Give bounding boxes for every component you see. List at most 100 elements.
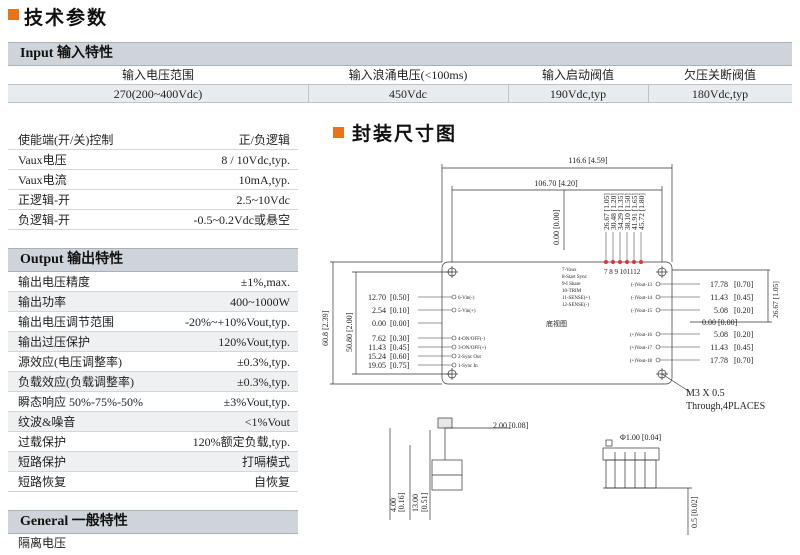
input-col-3: 输入启动阀值 [541,68,614,82]
row-label: 短路恢复 [18,475,67,489]
package-title: 封装尺寸图 [352,123,458,145]
right-dim-in: [0.45] [734,293,754,302]
input-val-2: 450Vdc [389,87,427,101]
row-value: 10mA,typ. [238,173,290,187]
table-row: 输出电压精度 ±1%,max. [8,272,298,292]
inner-width-dim: 106.70 [4.20] [534,179,578,188]
side-h2-dim: 13.00 [411,494,420,512]
input-col-4: 欠压关断阀值 [683,68,756,82]
side-h3-dim: 0.5 [0.02] [690,496,699,528]
table-row: 负逻辑-开 -0.5~0.2Vdc或悬空 [8,210,298,230]
right-dim-mm: 11.43 [710,343,728,352]
top-pin-dim: 34.29 [1.35] [616,193,625,230]
left-dim-in: [0.60] [390,352,410,361]
row-value: ±0.3%,typ. [237,355,290,369]
zero-top-dim: 0.00 [0.00] [552,209,561,245]
top-pin-label: 10-TRIM [562,289,582,294]
row-value: 120%Vout,typ. [218,335,290,349]
row-label: Vaux电压 [18,153,67,167]
row-label: 瞬态响应 50%-75%-50% [18,395,143,409]
table-row: 瞬态响应 50%-75%-50% ±3%Vout,typ. [8,392,298,412]
input-col-1: 输入电压范围 [121,68,194,82]
row-label: 输出功率 [18,295,67,309]
side-pin-dia-dim: Φ1.00 [0.04] [620,433,662,442]
side-h1-in-dim: [0.16] [397,492,406,512]
top-pin-label: 9-I Share [562,282,581,287]
right-pin-label: (-)Vout-14 [631,296,653,301]
row-label: 输出电压精度 [18,275,91,289]
input-val-4: 180Vdc,typ [691,87,749,101]
divider [508,85,509,103]
left-dim-mm: 12.70 [368,293,386,302]
left-dim-in: [0.30] [390,334,410,343]
top-pin-label: 11-SENSE(+) [562,296,590,301]
right-dim-in: [0.45] [734,343,754,352]
row-value: ±3%Vout,typ. [223,395,290,409]
left-dim-in: [0.50] [390,293,410,302]
divider [648,85,649,103]
left-dim-mm: 0.00 [372,319,386,328]
row-label: 隔离电压 [18,536,67,550]
row-value: 400~1000W [230,295,290,309]
mount-note-line2: Through,4PLACES [686,401,765,412]
row-value: 2.5~10Vdc [236,193,290,207]
row-label: 负逻辑-开 [18,213,70,227]
row-label: 输出电压调节范围 [18,315,115,329]
row-value: 打嗝模式 [241,455,290,469]
table-row: 使能端(开/关)控制正/负逻辑 [8,130,298,150]
overall-width-dim: 116.6 [4.59] [568,156,607,165]
title-square-icon [8,9,19,20]
page-title: 技术参数 [24,7,109,29]
input-val-3: 190Vdc,typ [549,87,607,101]
side-h1-dim: 4.00 [389,498,398,512]
table-row: 输出功率 400~1000W [8,292,298,312]
output-section-header: Output 输出特性 [8,248,298,272]
right-dim-mm: 5.08 [714,306,728,315]
row-label: 使能端(开/关)控制 [18,133,114,147]
top-pin-dim: 30.48 [1.20] [609,193,618,230]
right-pin-label: (+)Vout-18 [630,359,653,364]
row-label: 输出过压保护 [18,335,91,349]
side-offset-dim: 2.00 [0.08] [493,421,529,430]
right-dim-in: [0.70] [734,280,754,289]
row-value: ±1%,max. [240,275,290,289]
left-dim-in: [0.45] [390,343,410,352]
side-h2-in-dim: [0.51] [420,492,429,512]
row-value: 自恢复 [253,475,290,489]
row-value: ±0.3%,typ. [237,375,290,389]
row-label: 纹波&噪音 [18,415,76,429]
left-dim-mm: 2.54 [372,306,386,315]
input-section-header: Input 输入特性 [8,42,792,66]
height-inner-dim: 50.80 [2.00] [345,312,354,352]
top-pin-label: 8-Start Sync [562,275,588,280]
row-value: -0.5~0.2Vdc或悬空 [193,213,290,227]
row-label: 负载效应(负载调整率) [18,375,134,389]
top-pin-numbers: 7 8 9 101112 [604,268,641,276]
left-dim-in: [0.00] [390,319,410,328]
top-pin-label: 12-SENSE(-) [562,303,589,308]
zero-right-dim: 0.00 [0.00] [702,318,738,327]
table-row: 输出过压保护 120%Vout,typ. [8,332,298,352]
left-dim-in: [0.75] [390,361,410,370]
left-pin-label: 6-Vin(-) [458,296,475,301]
right-dim-mm: 5.08 [714,330,728,339]
left-pin-label: 5-Vin(+) [458,309,476,314]
right-dim-mm: 17.78 [710,356,728,365]
top-pin-dim: 26.67 [1.05] [602,193,611,230]
left-pin-label: 4-ON/OFF(-) [458,337,485,342]
left-pin-label: 1-Sync In [458,364,478,369]
right-dim-in: [0.70] [734,356,754,365]
divider [308,85,309,103]
row-label: 短路保护 [18,455,67,469]
left-dim-mm: 11.43 [368,343,386,352]
output-table: 输出电压精度 ±1%,max. 输出功率 400~1000W 输出电压调节范围-20… [8,272,298,492]
table-row: 输出电压调节范围-20%~+10%Vout,typ. [8,312,298,332]
table-row: 负载效应(负载调整率) ±0.3%,typ. [8,372,298,392]
left-dim-mm: 19.05 [368,361,386,370]
right-dim-in: [0.20] [734,330,754,339]
left-dim-mm: 15.24 [368,352,386,361]
height-overall-dim: 60.8 [2.39] [321,310,330,346]
